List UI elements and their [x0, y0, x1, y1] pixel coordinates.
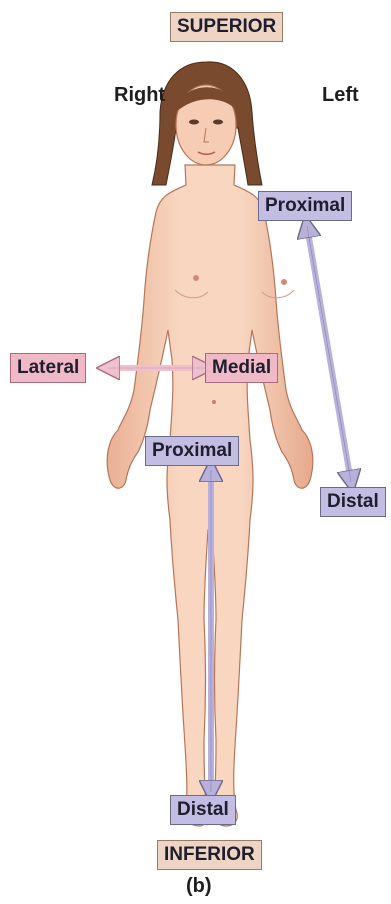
- leg-distal-label: Distal: [170, 795, 236, 825]
- leg-proximal-label: Proximal: [145, 436, 239, 466]
- inferior-label: INFERIOR: [157, 840, 262, 870]
- medial-label: Medial: [205, 353, 278, 383]
- figure-caption: (b): [186, 875, 212, 898]
- superior-label: SUPERIOR: [170, 12, 283, 42]
- right-label: Right: [114, 84, 165, 107]
- arm-proximal-label: Proximal: [258, 191, 352, 221]
- left-label: Left: [322, 84, 359, 107]
- arm-distal-label: Distal: [320, 487, 386, 517]
- lateral-label: Lateral: [10, 353, 86, 383]
